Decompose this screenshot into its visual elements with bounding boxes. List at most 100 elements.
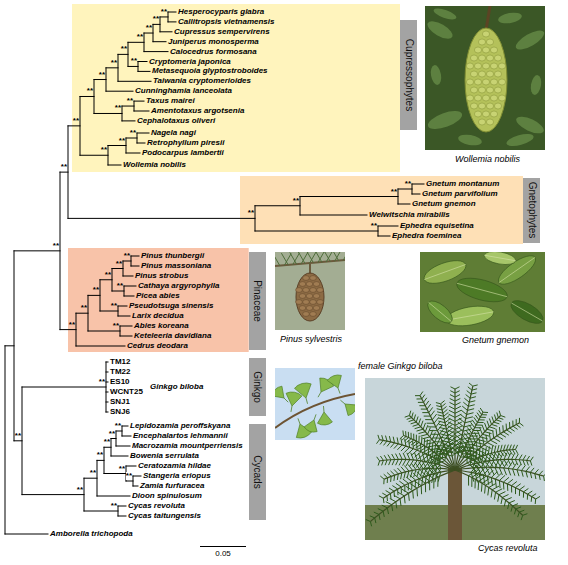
tree-branch xyxy=(84,478,97,479)
species-name: Nagela nagi xyxy=(151,128,196,138)
cone-scale xyxy=(486,71,493,77)
cone-scale xyxy=(299,294,306,299)
species-name: Podocarpus lambertii xyxy=(142,148,224,158)
cone-scale xyxy=(474,95,481,101)
tree-branch xyxy=(118,506,126,507)
support-value: ** xyxy=(111,59,117,67)
tree-branch xyxy=(128,42,144,43)
needle xyxy=(343,252,345,261)
cone-scale xyxy=(303,300,310,305)
cone-scale xyxy=(482,111,489,117)
tree-branch xyxy=(97,460,104,461)
leaf-stalk xyxy=(318,392,321,397)
support-value: ** xyxy=(69,321,75,329)
frond-leaflets xyxy=(469,470,528,520)
sample-name: WCNT25 xyxy=(110,387,143,397)
support-value: ** xyxy=(137,33,143,41)
cone-scale xyxy=(486,39,493,45)
tree-branch xyxy=(106,402,108,403)
support-value: ** xyxy=(111,302,117,310)
clade-label-box: Cycads xyxy=(249,424,266,520)
cone-scale xyxy=(482,47,489,53)
needle xyxy=(298,252,305,264)
tree-branch xyxy=(100,279,112,280)
tree-branch xyxy=(118,54,128,55)
photo-caption: female Ginkgo biloba xyxy=(358,361,443,372)
clade-name: Cycads xyxy=(251,455,263,488)
scale-value: 0.05 xyxy=(215,549,231,559)
cone-scale xyxy=(490,79,497,85)
tree-branch xyxy=(106,382,108,383)
species-name: Gnetum montanum xyxy=(426,179,499,189)
tree-branch xyxy=(122,426,128,427)
support-value: ** xyxy=(105,271,111,279)
fan-leaf xyxy=(345,404,355,416)
tree-branch xyxy=(106,362,108,363)
tree-branch xyxy=(378,226,398,227)
needle xyxy=(315,252,322,262)
clade-name: Gnetophytes xyxy=(526,182,538,239)
cone-scale xyxy=(490,95,497,101)
fan-leaf xyxy=(275,386,284,398)
cone-scale xyxy=(498,79,505,85)
species-name: Picea abies xyxy=(136,291,180,301)
cone-scale xyxy=(486,55,493,61)
tree-branch xyxy=(80,96,94,97)
cone-scale xyxy=(306,282,313,287)
cone-scale xyxy=(490,47,497,53)
leaf-stalk xyxy=(284,398,288,402)
support-value: ** xyxy=(81,304,87,312)
photo-caption: Wollemia nobilis xyxy=(455,154,520,165)
cone-scale xyxy=(498,95,505,101)
support-value: ** xyxy=(61,163,67,171)
tree-branch xyxy=(108,165,121,166)
species-name: Hesperocyparis glabra xyxy=(178,7,264,17)
cone-scale xyxy=(299,306,306,311)
support-value: ** xyxy=(115,422,121,430)
cone-scale xyxy=(494,103,501,109)
leaf xyxy=(507,296,545,328)
tree-branch xyxy=(137,133,149,134)
cone-scale xyxy=(482,31,489,37)
sample-name: ES10 xyxy=(110,377,130,387)
cone-scale xyxy=(313,306,320,311)
support-value: ** xyxy=(90,469,96,477)
cone-scale xyxy=(486,87,493,93)
cone-scale xyxy=(486,119,493,125)
cone-scale xyxy=(466,79,473,85)
tree-branch xyxy=(124,286,136,287)
species-name: Amborella trichopoda xyxy=(50,529,133,539)
tree-branch xyxy=(60,172,68,173)
tree-branch xyxy=(118,316,130,317)
support-value: ** xyxy=(93,286,99,294)
foliage xyxy=(529,74,542,95)
cone-scale xyxy=(498,63,505,69)
tree-branch xyxy=(5,345,14,346)
species-name: Encephalartos lehmannii xyxy=(133,431,228,441)
support-value: ** xyxy=(371,222,377,230)
fan-leaf xyxy=(327,375,341,388)
foliage xyxy=(425,18,455,42)
tree-branch xyxy=(5,346,6,534)
species-name: Retrophyllum piresii xyxy=(147,138,224,148)
tree-branch xyxy=(133,476,141,477)
tree-branch xyxy=(104,473,126,474)
cone-scale xyxy=(313,282,320,287)
tree-branch xyxy=(122,120,135,121)
species-name: Dioon spinulosum xyxy=(132,491,202,501)
species-name: Cryptomeria japonica xyxy=(149,57,231,67)
tree-branch xyxy=(126,481,133,482)
clade-label-box: Gnetophytes xyxy=(523,178,540,243)
clade-name: Pinaceae xyxy=(251,280,263,322)
support-value: ** xyxy=(161,8,167,16)
tree-branch xyxy=(300,196,398,197)
cone-scale xyxy=(313,294,320,299)
leaf-stalk xyxy=(338,388,340,394)
tree-layer xyxy=(5,12,424,534)
support-value: ** xyxy=(293,197,299,205)
cone-scale xyxy=(486,103,493,109)
cone-scale xyxy=(310,288,317,293)
cone-scale xyxy=(296,300,303,305)
frond-rachis xyxy=(455,470,523,515)
needle xyxy=(275,254,280,266)
